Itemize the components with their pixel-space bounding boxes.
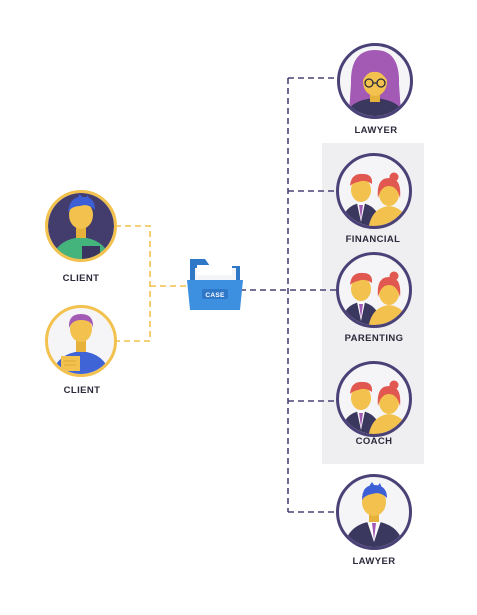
- advisor-label-financial: FINANCIAL: [346, 234, 401, 245]
- client-avatar-2[interactable]: [45, 305, 117, 379]
- client-label-2: CLIENT: [64, 385, 101, 396]
- case-tag: [202, 289, 228, 299]
- coach-advisors-avatar[interactable]: [336, 361, 412, 441]
- client-connectors: [115, 225, 188, 342]
- case-folder-icon[interactable]: CASE: [187, 259, 243, 310]
- advisor-label-lawyer-2: LAWYER: [352, 556, 395, 567]
- lawyer-avatar-1[interactable]: [337, 43, 413, 119]
- client-avatar-1[interactable]: [45, 190, 117, 263]
- client-label-1: CLIENT: [63, 273, 100, 284]
- case-label: CASE: [205, 292, 225, 299]
- advisor-label-parenting: PARENTING: [345, 333, 404, 344]
- parenting-advisors-avatar[interactable]: [336, 252, 412, 332]
- financial-advisors-avatar[interactable]: [336, 153, 412, 233]
- lawyer-avatar-2[interactable]: [336, 474, 412, 551]
- advisor-label-lawyer-1: LAWYER: [354, 125, 397, 136]
- advisor-label-coach: COACH: [356, 436, 393, 447]
- advisor-connectors: [240, 77, 340, 513]
